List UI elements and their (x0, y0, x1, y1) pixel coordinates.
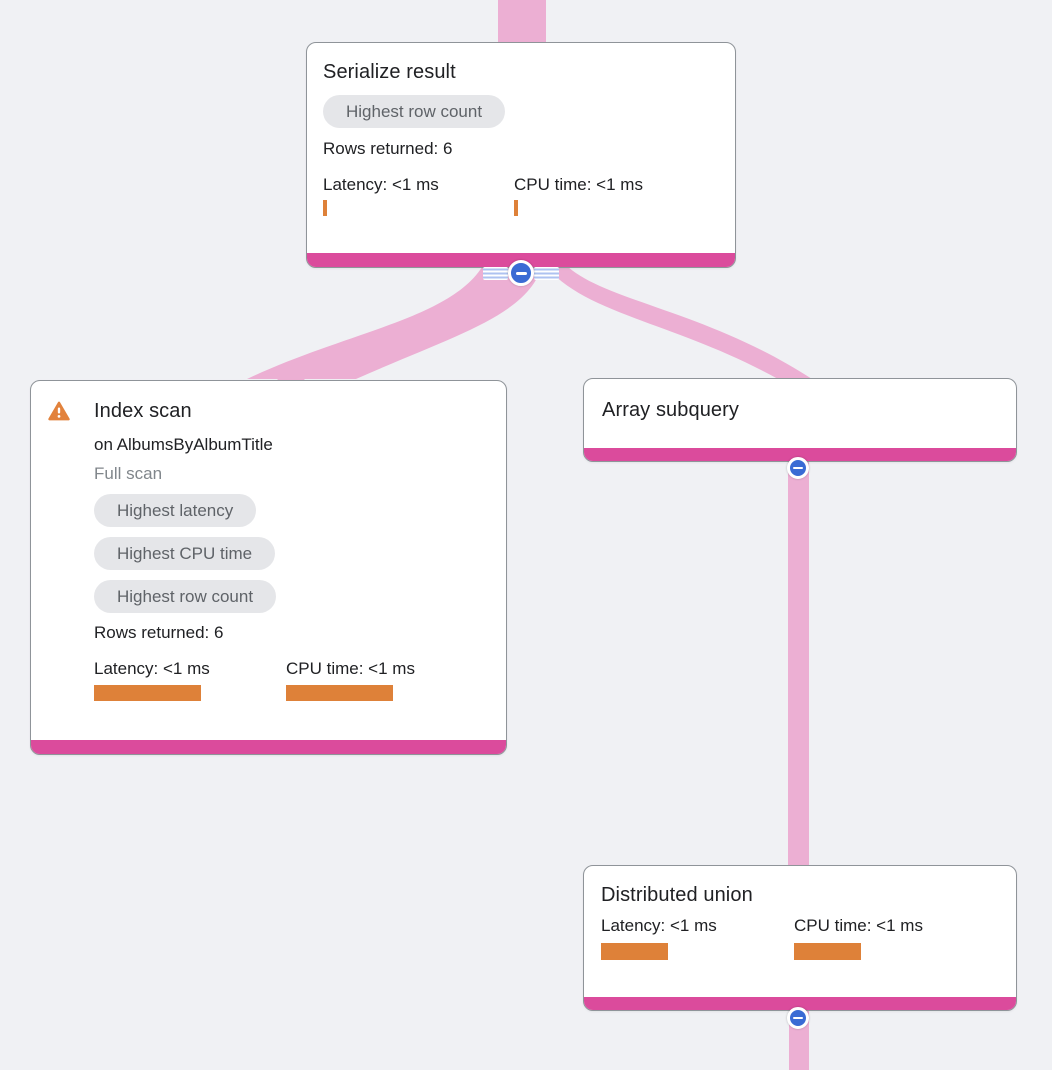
node-index-scan[interactable]: Index scan on AlbumsByAlbumTitle Full sc… (30, 380, 507, 755)
collapse-button-serialize-result[interactable] (508, 260, 534, 286)
edge-serialize-to-index-scan (247, 258, 544, 379)
metrics-row: Latency: <1 ms CPU time: <1 ms (601, 916, 998, 960)
latency-metric: Latency: <1 ms (323, 175, 514, 216)
node-body: Array subquery (584, 379, 1016, 422)
minus-icon (515, 271, 527, 275)
cpu-time-label: CPU time: <1 ms (286, 659, 415, 678)
insight-badge-highest-row-count: Highest row count (323, 95, 506, 128)
node-body: Serialize result Highest row count Rows … (307, 43, 735, 216)
node-accent-bar (31, 740, 506, 754)
edge-serialize-to-array-subquery (540, 258, 812, 379)
latency-label: Latency: <1 ms (94, 659, 210, 678)
cpu-time-metric: CPU time: <1 ms (286, 659, 478, 701)
node-serialize-result[interactable]: Serialize result Highest row count Rows … (306, 42, 736, 268)
latency-metric: Latency: <1 ms (94, 659, 286, 701)
edge-stripes-left (483, 267, 508, 280)
node-title: Array subquery (602, 399, 740, 421)
metrics-row: Latency: <1 ms CPU time: <1 ms (323, 175, 715, 216)
cpu-time-bar (794, 943, 861, 960)
collapse-button-array-subquery[interactable] (787, 457, 809, 479)
node-title: Distributed union (601, 884, 753, 906)
insight-badge-highest-row-count: Highest row count (94, 580, 277, 613)
node-array-subquery[interactable]: Array subquery (583, 378, 1017, 462)
minus-icon (793, 1016, 803, 1020)
node-body: Distributed union Latency: <1 ms CPU tim… (584, 866, 1016, 960)
node-body: Index scan on AlbumsByAlbumTitle Full sc… (31, 381, 506, 701)
latency-label: Latency: <1 ms (601, 916, 717, 935)
node-title: Index scan (94, 400, 192, 422)
minus-icon (793, 466, 803, 470)
latency-bar (94, 685, 201, 701)
cpu-time-label: CPU time: <1 ms (794, 916, 923, 935)
node-accent-bar (584, 448, 1016, 461)
node-title: Serialize result (323, 61, 456, 83)
insight-badges: Highest latency Highest CPU time Highest… (94, 484, 478, 613)
insight-badge-highest-cpu-time: Highest CPU time (94, 537, 276, 570)
cpu-time-bar (514, 200, 518, 216)
collapse-button-distributed-union[interactable] (787, 1007, 809, 1029)
insight-badge-highest-latency: Highest latency (94, 494, 257, 527)
edge-top-incoming (498, 0, 546, 43)
rows-returned-text: Rows returned: 6 (323, 139, 453, 158)
metrics-row: Latency: <1 ms CPU time: <1 ms (94, 659, 478, 701)
warning-icon (48, 401, 70, 426)
edge-array-subquery-to-distributed-union (788, 452, 809, 868)
latency-bar (323, 200, 327, 216)
node-content: Index scan on AlbumsByAlbumTitle Full sc… (94, 399, 478, 701)
node-accent-bar (584, 997, 1016, 1010)
cpu-time-bar (286, 685, 393, 701)
full-scan-text: Full scan (94, 464, 163, 483)
latency-metric: Latency: <1 ms (601, 916, 794, 960)
latency-bar (601, 943, 668, 960)
rows-returned-text: Rows returned: 6 (94, 623, 224, 642)
cpu-time-metric: CPU time: <1 ms (514, 175, 705, 216)
cpu-time-metric: CPU time: <1 ms (794, 916, 987, 960)
edge-stripes-right (534, 267, 559, 280)
index-target-text: on AlbumsByAlbumTitle (94, 435, 273, 454)
cpu-time-label: CPU time: <1 ms (514, 175, 643, 194)
node-distributed-union[interactable]: Distributed union Latency: <1 ms CPU tim… (583, 865, 1017, 1011)
latency-label: Latency: <1 ms (323, 175, 439, 194)
